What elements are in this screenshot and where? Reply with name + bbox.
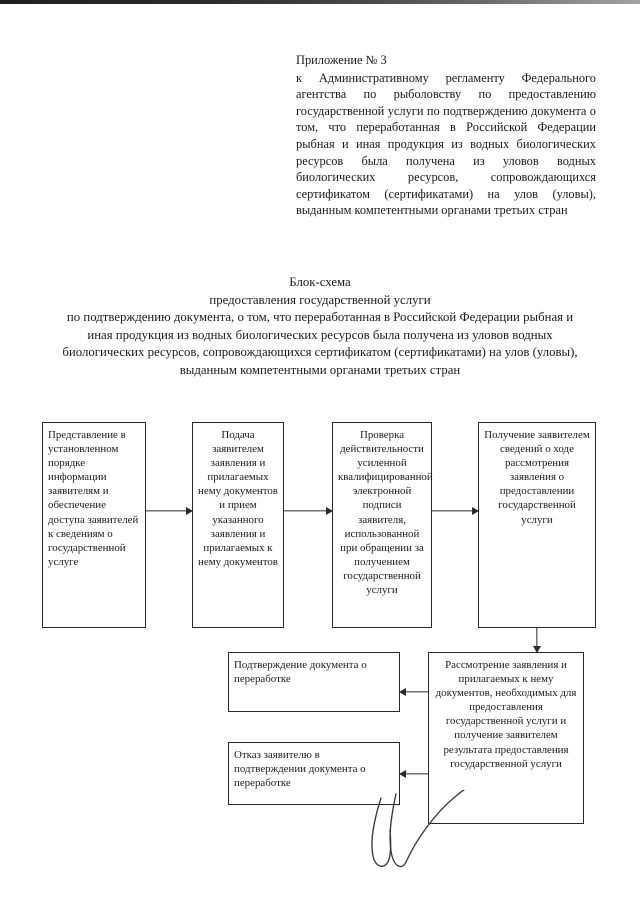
title-line-scheme: Блок-схема — [289, 275, 351, 289]
arrow-shaft — [400, 690, 428, 693]
arrow-shaft — [432, 509, 478, 512]
flow-box-review-text: Рассмотрение заявления и прилагаемых к н… — [435, 659, 577, 770]
flow-box-inform: Представление в установленном порядке ин… — [42, 422, 146, 628]
flow-box-refusal-text: Отказ заявителю в подтверждении документ… — [234, 749, 366, 790]
arrow-shaft — [535, 628, 538, 652]
arrow-head — [326, 506, 333, 515]
flow-box-review: Рассмотрение заявления и прилагаемых к н… — [428, 652, 584, 824]
arrow-head — [186, 506, 193, 515]
flow-box-refusal: Отказ заявителю в подтверждении документ… — [228, 742, 400, 805]
appendix-number: Приложение № 3 — [296, 53, 387, 67]
flow-box-confirm: Подтверждение документа о переработке — [228, 652, 400, 712]
arrow-head — [399, 769, 406, 778]
arrow-right-icon-verify-to-status — [432, 505, 479, 516]
document-title: Блок-схема предоставления государственно… — [55, 274, 585, 380]
flow-box-verify: Проверка действительности усиленной квал… — [332, 422, 433, 628]
flow-box-confirm-text: Подтверждение документа о переработке — [234, 659, 367, 686]
flow-box-inform-text: Представление в установленном порядке ин… — [48, 429, 139, 568]
title-line-service: предоставления государственной услуги — [209, 292, 431, 307]
flow-box-verify-text: Проверка действительности усиленной квал… — [338, 429, 433, 597]
scan-edge-artifact — [0, 0, 640, 4]
arrow-shaft — [400, 772, 428, 775]
flow-box-status-text: Получение заявителем сведений о ходе рас… — [484, 429, 590, 526]
arrow-shaft — [284, 509, 332, 512]
arrow-right-icon-submit-to-verify — [284, 505, 333, 516]
arrow-head — [472, 506, 479, 515]
title-line-description: по подтверждению документа, о том, что п… — [62, 310, 578, 377]
appendix-header: Приложение № 3 к Административному регла… — [296, 52, 596, 219]
flow-box-submit-text: Подача заявителем заявления и прилагаемы… — [198, 429, 278, 568]
flow-box-status: Получение заявителем сведений о ходе рас… — [478, 422, 596, 628]
arrow-left-icon-review-to-refusal — [399, 768, 428, 779]
arrow-shaft — [146, 509, 192, 512]
arrow-head — [532, 646, 541, 653]
flow-box-submit: Подача заявителем заявления и прилагаемы… — [192, 422, 284, 628]
appendix-reference-text: к Административному регламенту Федеральн… — [296, 70, 596, 218]
arrow-head — [399, 687, 406, 696]
arrow-down-icon-status-to-review — [531, 628, 542, 653]
arrow-left-icon-review-to-confirm — [399, 686, 428, 697]
arrow-right-icon-inform-to-submit — [146, 505, 193, 516]
